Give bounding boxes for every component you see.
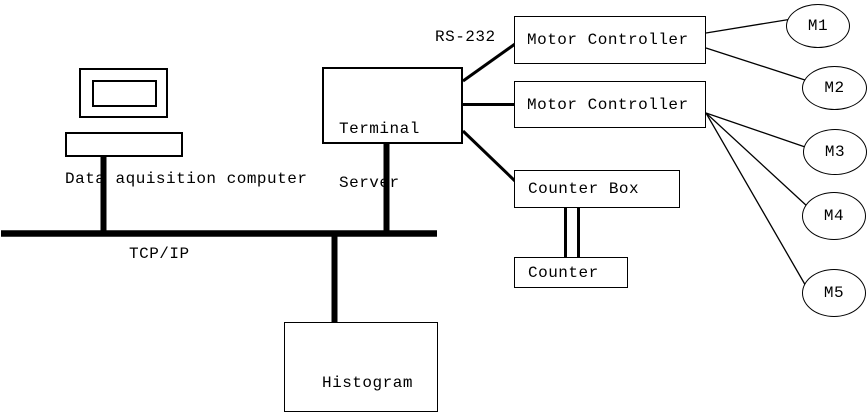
- mc1-to-m2-line: [705, 47, 809, 82]
- motor-m2-ellipse: M2: [802, 66, 867, 110]
- computer-caption: Data aquisition computer: [65, 170, 308, 188]
- tcpip-label: TCP/IP: [129, 245, 190, 263]
- motor-m3-ellipse: M3: [803, 129, 867, 175]
- motor-m2-label: M2: [824, 79, 845, 97]
- motor-controller-2-label: Motor Controller: [527, 95, 689, 114]
- counter-box-node: Counter Box: [514, 170, 680, 208]
- mc2-to-m3-line: [705, 112, 809, 149]
- motor-m1-ellipse: M1: [786, 4, 850, 48]
- mc2-to-m4-line: [705, 112, 809, 208]
- histogram-memory-box: Histogram Memory: [284, 322, 438, 412]
- terminal-server-label-line2: Server: [339, 174, 400, 192]
- counter-node: Counter: [514, 257, 628, 288]
- computer-monitor-screen-icon: [92, 80, 157, 107]
- motor-m1-label: M1: [807, 17, 829, 35]
- ts-to-motor-controller1-line: [462, 42, 516, 83]
- histogram-memory-label-line1: Histogram: [322, 374, 413, 392]
- motor-controller-1-label: Motor Controller: [527, 31, 689, 49]
- mc2-to-m5-line: [705, 112, 808, 289]
- counter-label: Counter: [528, 263, 599, 282]
- motor-m5-ellipse: M5: [802, 269, 866, 317]
- terminal-server-label-line1: Terminal: [339, 120, 420, 138]
- ts-to-counter-box-line: [461, 129, 517, 183]
- motor-controller-1-box: Motor Controller: [514, 16, 706, 64]
- motor-m4-label: M4: [823, 207, 845, 225]
- computer-keyboard-icon: [65, 132, 183, 157]
- motor-m4-ellipse: M4: [802, 192, 866, 240]
- rs232-label: RS-232: [435, 28, 496, 46]
- motor-controller-2-box: Motor Controller: [514, 81, 706, 128]
- motor-m3-label: M3: [824, 143, 846, 161]
- terminal-server-box: Terminal Server: [322, 67, 463, 192]
- computer-monitor-icon: [79, 68, 168, 118]
- mc1-to-m1-line: [705, 18, 793, 34]
- counter-box-label: Counter Box: [528, 180, 640, 198]
- motor-m5-label: M5: [823, 284, 845, 302]
